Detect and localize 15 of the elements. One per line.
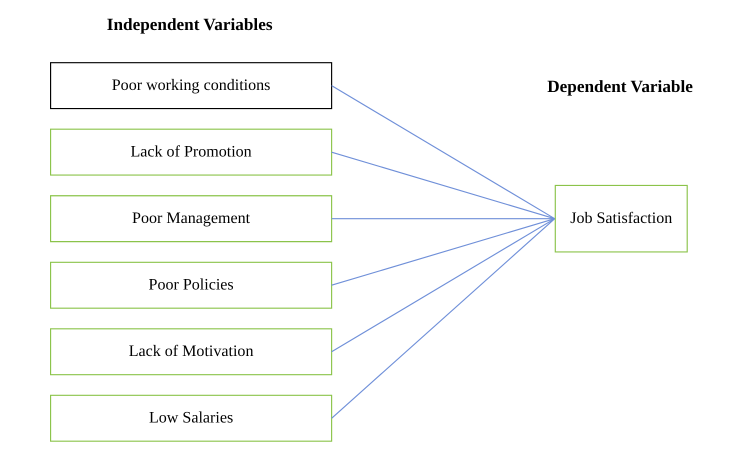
node-box: Low Salaries — [50, 394, 332, 442]
connector — [331, 152, 555, 220]
label: Independent Variables — [106, 14, 273, 34]
connector — [331, 218, 556, 419]
connector — [331, 218, 556, 352]
connector — [332, 218, 555, 220]
node-box: Lack of Motivation — [50, 328, 332, 376]
node-box: Poor Management — [50, 195, 332, 242]
node-box: Poor working conditions — [50, 62, 332, 110]
connector — [331, 218, 555, 286]
node-box: Poor Policies — [50, 262, 332, 309]
connector — [331, 85, 556, 220]
node-box: Job Satisfaction — [554, 184, 688, 253]
label: Dependent Variable — [547, 76, 693, 96]
node-box: Lack of Promotion — [50, 128, 332, 176]
